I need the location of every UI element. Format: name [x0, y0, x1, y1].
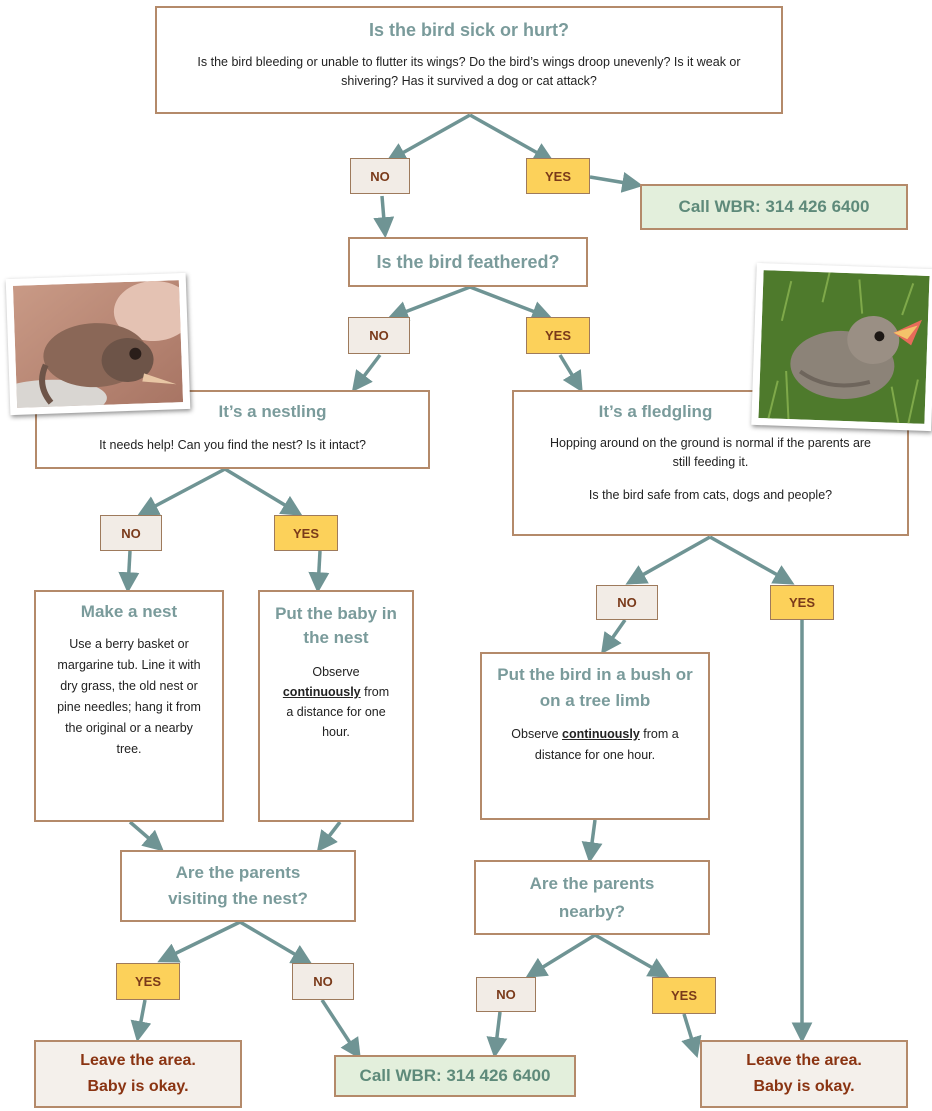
distance-text: from a distance for one hour.: [286, 685, 390, 739]
distance-text: from a distance for one hour.: [534, 727, 679, 762]
no-label: NO: [476, 977, 536, 1012]
put-baby-box: Put the baby in the nest Observe continu…: [258, 590, 414, 822]
yes-label: YES: [274, 515, 338, 551]
leave-line-2: Baby is okay.: [753, 1078, 855, 1095]
make-nest-title: Make a nest: [80, 602, 178, 621]
question-body: Is the bird bleeding or unable to flutte…: [197, 55, 741, 88]
put-baby-title: Put the baby in the nest: [275, 604, 397, 647]
no-label: NO: [348, 317, 410, 354]
observe-text: Observe: [312, 665, 360, 679]
leave-line-1: Leave the area.: [80, 1052, 196, 1069]
nestling-title: It’s a nestling: [218, 402, 327, 421]
put-baby-body: Observe continuously from a distance for…: [278, 662, 394, 742]
leave-line-2: Baby is okay.: [87, 1078, 189, 1095]
leave-area-box: Leave the area. Baby is okay.: [700, 1040, 908, 1108]
question-title: Is the bird feathered?: [376, 251, 560, 272]
no-label: NO: [596, 585, 658, 620]
leave-area-box: Leave the area. Baby is okay.: [34, 1040, 242, 1108]
question-title: Is the bird sick or hurt?: [368, 20, 570, 40]
fledgling-body-2: Is the bird safe from cats, dogs and peo…: [588, 488, 833, 502]
nestling-bird-image: [0, 280, 194, 420]
continuously-text: continuously: [562, 727, 640, 741]
make-nest-box: Make a nest Use a berry basket or margar…: [34, 590, 224, 822]
nestling-body: It needs help! Can you find the nest? Is…: [99, 438, 366, 452]
nestling-photo: [0, 272, 194, 420]
question-sick-or-hurt: Is the bird sick or hurt? Is the bird bl…: [155, 6, 783, 114]
observe-text: Observe: [511, 727, 559, 741]
call-wbr-box: Call WBR: 314 426 6400: [334, 1055, 576, 1097]
yes-label: YES: [526, 317, 590, 354]
fledgling-title: It’s a fledgling: [598, 402, 713, 421]
yes-label: YES: [770, 585, 834, 620]
no-label: NO: [100, 515, 162, 551]
put-bush-body: Observe continuously from a distance for…: [494, 724, 696, 766]
fledgling-body-1: Hopping around on the ground is normal i…: [549, 436, 872, 469]
put-bush-title: Put the bird in a bush or on a tree limb: [497, 665, 693, 710]
fledgling-box: It’s a fledgling Hopping around on the g…: [512, 390, 909, 536]
question-parents-nearby: Are the parents nearby?: [474, 860, 710, 935]
make-nest-body: Use a berry basket or margarine tub. Lin…: [57, 637, 201, 756]
yes-label: YES: [116, 963, 180, 1000]
fledgling-bird-image: [758, 270, 930, 424]
question-title: Are the parents visiting the nest?: [168, 863, 308, 908]
yes-label: YES: [526, 158, 590, 194]
question-parents-visiting: Are the parents visiting the nest?: [120, 850, 356, 922]
call-wbr-box: Call WBR: 314 426 6400: [640, 184, 908, 230]
fledgling-photo: [751, 262, 932, 432]
continuously-text: continuously: [282, 685, 361, 699]
question-title: Are the parents nearby?: [529, 873, 655, 921]
no-label: NO: [292, 963, 354, 1000]
leave-line-1: Leave the area.: [746, 1052, 862, 1069]
question-feathered: Is the bird feathered?: [348, 237, 588, 287]
put-bush-box: Put the bird in a bush or on a tree limb…: [480, 652, 710, 820]
yes-label: YES: [652, 977, 716, 1014]
no-label: NO: [350, 158, 410, 194]
